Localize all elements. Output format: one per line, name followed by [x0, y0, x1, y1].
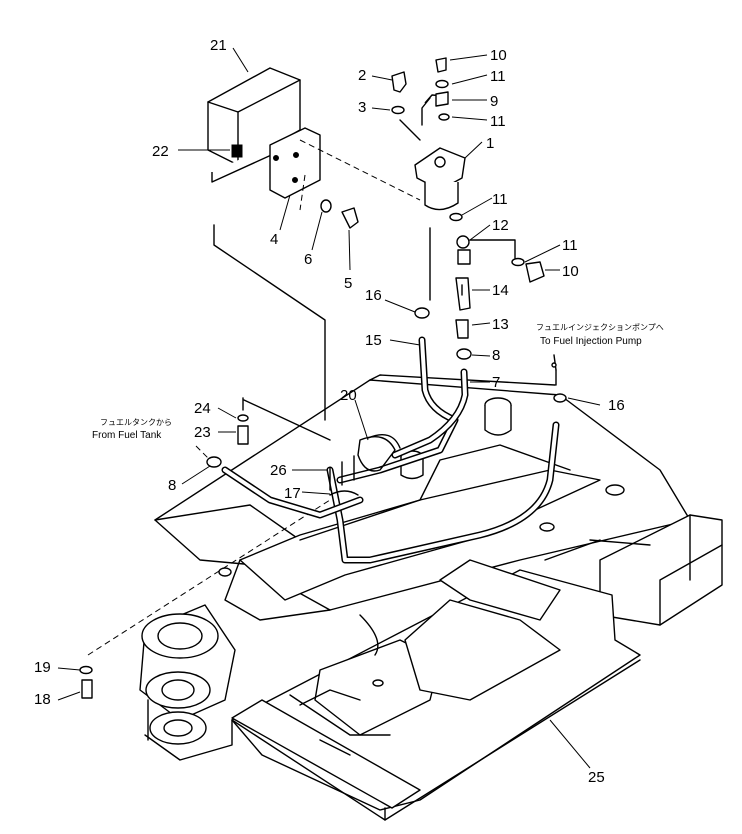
bracket-assembly [207, 67, 321, 199]
part-label-11-d: 11 [562, 237, 578, 254]
part-label-16-left: 16 [365, 287, 382, 304]
fuel-filter-assembly [414, 94, 466, 211]
part-label-4: 4 [270, 231, 278, 248]
part-label-11-c: 11 [492, 191, 508, 208]
dashed-connection-lines [87, 119, 557, 656]
part-label-17: 17 [284, 485, 301, 502]
part-label-11-a: 11 [490, 68, 506, 85]
part-label-11-b: 11 [490, 113, 506, 130]
from-fuel-tank-en: From Fuel Tank [92, 430, 162, 441]
part-label-3: 3 [358, 99, 366, 116]
part-label-12: 12 [492, 217, 509, 234]
small-parts [79, 57, 567, 699]
part-label-15: 15 [365, 332, 382, 349]
to-pump-en: To Fuel Injection Pump [540, 336, 642, 347]
part-label-9: 9 [490, 93, 498, 110]
leader-lines [57, 47, 601, 769]
part-label-8-left: 8 [168, 477, 176, 494]
to-pump-jp: フュエルインジェクションポンプへ [536, 323, 664, 332]
part-label-19: 19 [34, 659, 51, 676]
part-label-7: 7 [492, 374, 500, 391]
fuel-hoses [221, 336, 560, 564]
part-label-14: 14 [492, 282, 509, 299]
part-label-18: 18 [34, 691, 51, 708]
part-label-21: 21 [210, 37, 227, 54]
part-label-6: 6 [304, 251, 312, 268]
part-label-13: 13 [492, 316, 509, 333]
part-label-8-right: 8 [492, 347, 500, 364]
part-labels: 21 22 4 6 5 2 3 10 11 9 11 1 11 12 11 10… [34, 37, 625, 786]
part-label-16-right: 16 [608, 397, 625, 414]
part-label-26: 26 [270, 462, 287, 479]
part-label-5: 5 [344, 275, 352, 292]
part-label-22: 22 [152, 143, 169, 160]
part-label-23: 23 [194, 424, 211, 441]
part-label-10-top: 10 [490, 47, 507, 64]
part-label-24: 24 [194, 400, 211, 417]
part-label-20: 20 [340, 387, 357, 404]
part-label-1: 1 [486, 135, 494, 152]
part-label-25: 25 [588, 769, 605, 786]
part-label-2: 2 [358, 67, 366, 84]
flow-annotations: フュエルタンクから From Fuel Tank フュエルインジェクションポンプ… [92, 323, 664, 459]
part-label-10-mid: 10 [562, 263, 579, 280]
from-fuel-tank-jp: フュエルタンクから [100, 418, 172, 427]
